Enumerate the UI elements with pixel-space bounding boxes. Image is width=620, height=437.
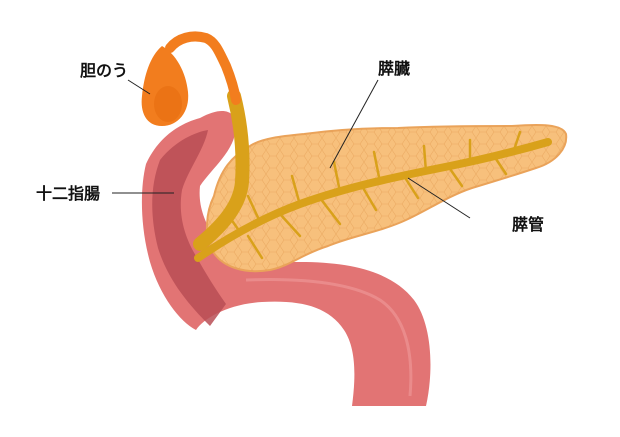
pancreas-label: 膵臓 <box>378 59 410 78</box>
duodenum <box>141 111 431 406</box>
pancreas-leader <box>329 79 379 169</box>
pancreas-cell-texture <box>206 124 567 272</box>
duct-branches <box>224 130 522 260</box>
duodenum-label: 十二指腸 <box>36 184 100 203</box>
gallbladder-label: 胆のう <box>80 61 128 80</box>
gallbladder <box>141 31 241 126</box>
main-duct <box>194 138 552 262</box>
pancreatic-duct <box>194 130 552 262</box>
duodenum-wall-highlight <box>245 278 413 397</box>
gallbladder-shade <box>154 86 182 122</box>
duodenum-inner-wall <box>152 130 226 326</box>
leader-lines <box>112 79 471 219</box>
cystic-duct <box>165 31 241 105</box>
common-bile-duct <box>193 89 250 251</box>
pancreas <box>206 124 568 273</box>
pancreatic-duct-leader <box>407 177 471 219</box>
gallbladder-leader <box>127 79 151 95</box>
pancreatic-duct-label: 膵管 <box>512 215 544 234</box>
bile-duct <box>193 89 250 251</box>
duodenum-body <box>141 111 431 406</box>
